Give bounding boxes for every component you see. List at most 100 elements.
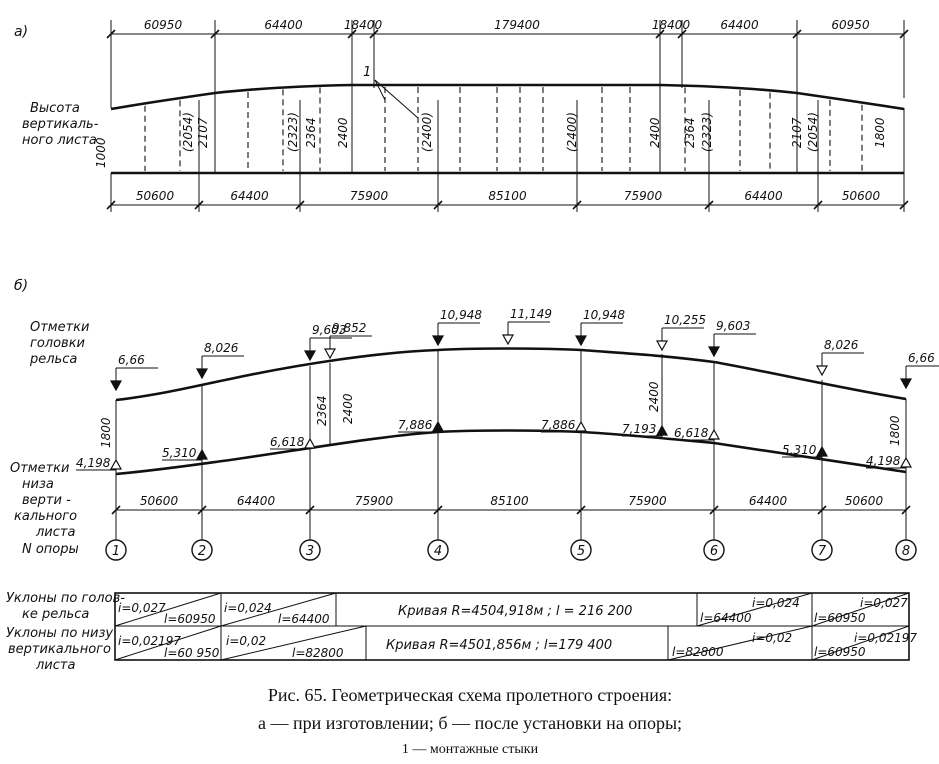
panel-b-bottom-dimension-line — [111, 505, 911, 515]
rail-head-mark-5: 11,149 — [501, 307, 552, 346]
r2-c1-i: i=0,02197 — [118, 634, 181, 648]
svg-text:Отметки: Отметки — [30, 320, 89, 335]
support-8: 8 — [895, 539, 917, 561]
svg-text:10,255: 10,255 — [664, 313, 706, 327]
support-4: 4 — [427, 539, 449, 561]
table-row-label-1: Уклоны по голов- ке рельса — [6, 591, 125, 622]
r1-c5-l: l=60950 — [814, 611, 866, 625]
svg-text:ке рельса: ке рельса — [22, 607, 89, 622]
svg-text:кального: кального — [14, 509, 77, 524]
svg-text:9,603: 9,603 — [716, 319, 750, 333]
svg-text:4,198: 4,198 — [76, 456, 111, 470]
svg-text:6,618: 6,618 — [674, 426, 709, 440]
svg-text:8: 8 — [902, 544, 910, 559]
panel-a-section-height-3: 2364 — [304, 117, 318, 148]
svg-text:6,618: 6,618 — [270, 435, 305, 449]
panel-a-bottom-dim-5: 64400 — [744, 189, 783, 203]
svg-text:5,310: 5,310 — [162, 446, 197, 460]
panel-a-bottom-dimension-line — [106, 100, 909, 212]
panel-a-section-height-6: (2400) — [565, 112, 579, 152]
r1-c1-i: i=0,027 — [118, 601, 166, 615]
svg-text:листа: листа — [35, 658, 75, 673]
svg-text:9,603: 9,603 — [312, 323, 346, 337]
web-bottom-mark-1: 5,310 — [162, 446, 209, 461]
panel-a-top-dim-0: 60950 — [144, 18, 183, 32]
panel-b-bottom-dim-3: 85100 — [490, 494, 529, 508]
svg-text:рельса: рельса — [29, 352, 77, 367]
rail-head-mark-2: 9,603 — [303, 323, 352, 362]
panel-b-bottom-dim-5: 64400 — [749, 494, 788, 508]
panel-a-bottom-dim-2: 75900 — [350, 189, 389, 203]
panel-a-bottom-dim-3: 85100 — [488, 189, 527, 203]
svg-text:8,026: 8,026 — [824, 338, 859, 352]
table-row-label-2: Уклоны по низу вертикального листа — [6, 626, 113, 673]
panel-b-bottom-dim-1: 64400 — [237, 494, 276, 508]
panel-a-top-dim-1: 64400 — [264, 18, 303, 32]
svg-text:вертикального: вертикального — [8, 642, 111, 657]
panel-a-label: а) — [14, 24, 28, 40]
r2-c1-l: l=60 950 — [164, 646, 220, 660]
panel-a-bottom-dim-4: 75900 — [624, 189, 663, 203]
support-2: 2 — [191, 539, 213, 561]
joint-marker-1: 1 — [363, 65, 371, 80]
panel-a-section-height-9: (2323) — [700, 112, 714, 152]
panel-a-top-dim-5: 64400 — [720, 18, 759, 32]
svg-text:9,852: 9,852 — [332, 321, 366, 335]
panel-a-top-dim-6: 60950 — [831, 18, 870, 32]
panel-a-bottom-dim-6: 50600 — [842, 189, 881, 203]
caption-line-2: а — при изготовлении; б — после установк… — [258, 713, 682, 733]
support-7: 7 — [811, 539, 833, 561]
r2-c5-i: i=0,02197 — [854, 631, 917, 645]
support-6: 6 — [703, 539, 725, 561]
panel-b-top-chord — [115, 347, 907, 402]
svg-text:N опоры: N опоры — [22, 542, 79, 557]
r1-c4-i: i=0,024 — [752, 596, 800, 610]
panel-b-mid-height-2364: 2364 — [315, 395, 329, 426]
panel-b-bottom-dim-2: 75900 — [355, 494, 394, 508]
svg-text:11,149: 11,149 — [510, 307, 552, 321]
r2-c2-i: i=0,02 — [226, 634, 266, 648]
r2-c4-l: l=82800 — [672, 645, 724, 659]
caption-line-3: 1 — монтажные стыки — [402, 742, 539, 757]
svg-text:Высота: Высота — [30, 101, 80, 116]
panel-a-bottom-dim-1: 64400 — [230, 189, 269, 203]
r2-c4-i: i=0,02 — [752, 631, 792, 645]
slope-table: Уклоны по голов- ке рельса Уклоны по низ… — [6, 591, 917, 673]
svg-text:головки: головки — [30, 336, 85, 351]
svg-text:Уклоны по низу: Уклоны по низу — [6, 626, 113, 641]
web-bottom-mark-6: 6,618 — [674, 426, 721, 441]
rail-head-mark-7: 10,255 — [655, 313, 706, 352]
panel-a-side-label: Высота вертикаль- ного листа — [22, 101, 99, 148]
rail-head-mark-0: 6,66 — [109, 353, 158, 392]
web-bottom-mark-2: 6,618 — [270, 435, 317, 450]
panel-b-label: б) — [14, 278, 28, 294]
web-bottom-mark-5: 7,193 — [622, 422, 669, 437]
panel-b-label-top: Отметки головки рельса — [29, 320, 89, 367]
svg-text:верти -: верти - — [22, 493, 71, 508]
web-bottom-mark-0: 4,198 — [76, 456, 123, 471]
r1-c5-i: i=0,027 — [860, 596, 908, 610]
panel-a-top-dim-4: 18400 — [652, 18, 691, 32]
svg-text:2: 2 — [198, 544, 206, 559]
panel-a-section-height-4: 2400 — [336, 117, 350, 148]
svg-text:10,948: 10,948 — [583, 308, 625, 322]
panel-a-bottom-dim-0: 50600 — [136, 189, 175, 203]
svg-text:низа: низа — [22, 477, 54, 492]
support-1: 1 — [105, 539, 127, 561]
r1-c2-l: l=64400 — [278, 612, 330, 626]
support-5: 5 — [570, 539, 592, 561]
svg-text:5,310: 5,310 — [782, 443, 817, 457]
svg-text:ного листа: ного листа — [22, 133, 97, 148]
panel-a-section-height-10: 2107 — [790, 117, 804, 148]
r2-c2-l: l=82800 — [292, 646, 344, 660]
rail-head-mark-1: 8,026 — [195, 341, 244, 380]
panel-a-section-height-0: (2054) — [181, 112, 195, 152]
panel-b-bottom-dim-6: 50600 — [845, 494, 884, 508]
rail-head-mark-6: 10,948 — [574, 308, 625, 347]
